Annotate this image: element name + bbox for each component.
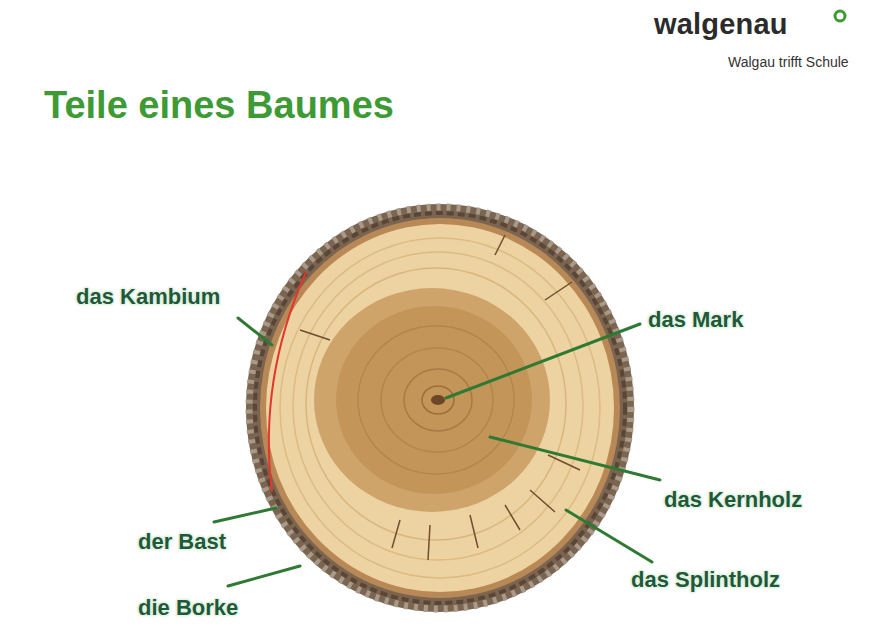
title-box: Teile eines Baumes <box>44 84 394 127</box>
cracks <box>300 235 580 560</box>
crack <box>495 235 505 255</box>
label-box: Walgau trifft Schule <box>728 53 849 71</box>
crack <box>392 520 400 548</box>
leader-line <box>566 510 652 562</box>
label-box: walgenau <box>654 8 788 41</box>
crack <box>505 505 520 530</box>
part-label: die Borke <box>138 595 238 621</box>
part-label: das Kernholz <box>664 487 802 513</box>
heartwood <box>314 288 550 512</box>
trunk-section <box>246 204 634 612</box>
crack <box>530 490 555 512</box>
heartwood-inner <box>336 306 532 494</box>
crack <box>428 525 430 560</box>
bark-texture <box>249 207 631 609</box>
label-box: das Kambium <box>76 284 220 310</box>
label-box: das Mark <box>648 307 743 333</box>
label-box: die Borke <box>138 595 238 621</box>
growth-ring <box>280 238 600 578</box>
part-label: das Mark <box>648 307 743 333</box>
bark-texture <box>255 213 625 603</box>
label-box: der Bast <box>138 529 226 555</box>
logo-ring <box>835 11 845 21</box>
crack <box>300 330 330 340</box>
bark <box>246 204 634 612</box>
leader-line <box>214 508 276 522</box>
leader-line <box>490 437 660 480</box>
growth-ring <box>306 268 566 540</box>
part-label: das Kambium <box>76 284 220 310</box>
leader-lines <box>214 318 660 586</box>
title: Teile eines Baumes <box>44 84 394 127</box>
leader-line <box>446 324 640 398</box>
logo-text: walgenau <box>654 8 788 41</box>
growth-ring <box>381 348 493 452</box>
growth-ring <box>422 386 454 414</box>
part-label: der Bast <box>138 529 226 555</box>
bast-layer <box>260 218 620 598</box>
sapwood <box>266 224 614 592</box>
label-box: das Splintholz <box>631 567 780 593</box>
label-box: das Kernholz <box>664 487 802 513</box>
leader-line <box>238 318 272 345</box>
crack <box>545 282 572 300</box>
crack <box>470 515 478 548</box>
leader-line <box>228 566 300 586</box>
growth-ring <box>293 252 583 560</box>
growth-ring <box>358 326 514 474</box>
part-label: das Splintholz <box>631 567 780 593</box>
growth-ring <box>404 369 472 431</box>
logo-slogan: Walgau trifft Schule <box>728 54 849 70</box>
pith <box>431 395 445 405</box>
cambium-line <box>269 272 306 492</box>
